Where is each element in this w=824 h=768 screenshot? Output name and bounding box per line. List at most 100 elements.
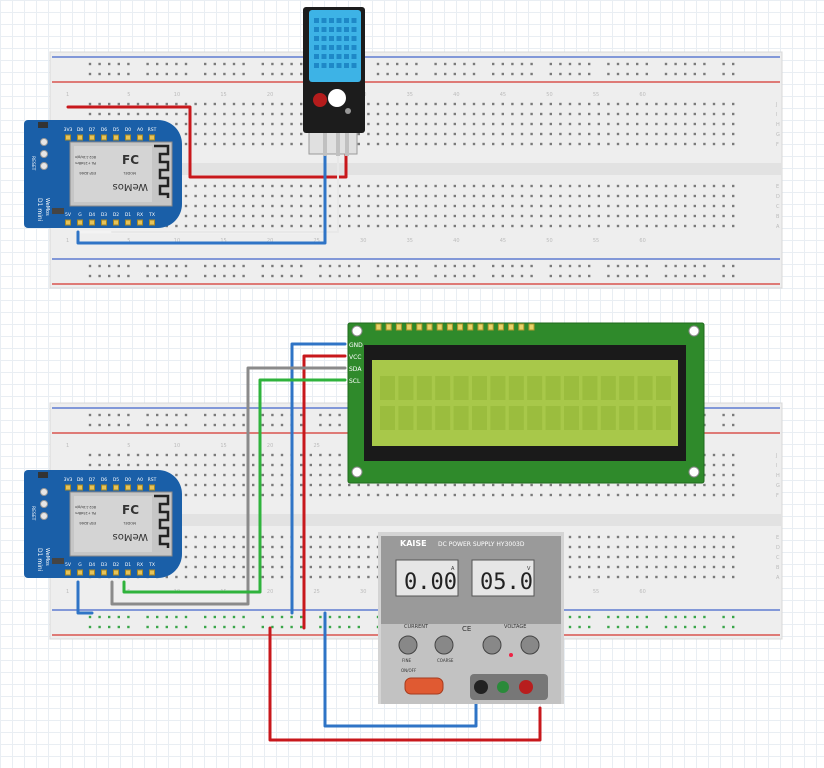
fcc-mark: FC — [122, 153, 139, 167]
breadboard-hole — [568, 264, 572, 268]
lcd-pin — [395, 323, 402, 331]
breadboard-hole — [280, 625, 284, 629]
breadboard-hole — [271, 535, 274, 539]
breadboard-hole — [712, 473, 716, 477]
breadboard-hole — [444, 224, 447, 228]
breadboard-hole — [482, 214, 485, 218]
terminal-positive[interactable] — [519, 680, 533, 694]
breadboard-hole — [261, 413, 264, 417]
breadboard-hole — [444, 72, 447, 76]
current-coarse-knob[interactable] — [434, 635, 454, 655]
breadboard-hole — [568, 625, 572, 629]
reset-button[interactable] — [38, 472, 48, 478]
breadboard-hole — [184, 615, 188, 619]
power-switch[interactable] — [404, 677, 444, 695]
voltage-fine-knob[interactable] — [482, 635, 502, 655]
header-pin — [77, 134, 83, 141]
breadboard-hole — [559, 132, 562, 136]
breadboard-hole — [664, 575, 668, 579]
terminal-ground[interactable] — [497, 681, 509, 693]
current-fine-knob[interactable] — [398, 635, 418, 655]
voltage-coarse-knob[interactable] — [520, 635, 540, 655]
breadboard-hole — [376, 72, 380, 76]
dht11-sensor — [303, 7, 365, 156]
esp-module-can — [74, 496, 152, 552]
breadboard-hole — [213, 62, 216, 66]
breadboard-hole — [252, 575, 255, 579]
breadboard-hole — [520, 132, 524, 136]
bottom-pin-label: 5V — [65, 212, 72, 218]
breadboard-hole — [184, 194, 188, 198]
breadboard-hole — [338, 473, 341, 477]
breadboard-hole — [501, 483, 504, 487]
breadboard-hole — [472, 204, 476, 208]
breadboard-hole — [616, 62, 620, 66]
breadboard-hole — [204, 264, 207, 268]
breadboard-hole — [722, 545, 725, 549]
breadboard-hole — [213, 264, 216, 268]
breadboard-hole — [472, 184, 476, 188]
breadboard-hole — [722, 575, 725, 579]
breadboard-hole — [290, 274, 293, 278]
breadboard-hole — [242, 453, 245, 457]
breadboard-hole — [492, 214, 495, 218]
breadboard-hole — [309, 575, 312, 579]
wire-blue-gnd-wemos — [76, 580, 94, 615]
breadboard-hole — [472, 483, 476, 487]
breadboard-hole — [396, 142, 399, 146]
breadboard-hole — [376, 132, 380, 136]
voltage-unit: V — [527, 566, 531, 572]
breadboard-hole — [453, 214, 456, 218]
header-pin — [77, 219, 83, 226]
breadboard-hole — [127, 423, 130, 427]
breadboard-hole — [328, 535, 332, 539]
breadboard-hole — [405, 214, 408, 218]
breadboard-hole — [357, 274, 360, 278]
breadboard-hole — [722, 555, 725, 559]
breadboard-hole — [703, 575, 706, 579]
breadboard-hole — [194, 473, 197, 477]
breadboard-hole — [607, 72, 610, 76]
breadboard-hole — [338, 194, 341, 198]
grille-slot — [351, 36, 357, 41]
breadboard-hole — [367, 184, 370, 188]
breadboard-hole — [405, 102, 408, 106]
breadboard-hole — [645, 62, 648, 66]
row-letter: E — [776, 184, 779, 190]
breadboard-hole — [213, 453, 216, 457]
reset-button[interactable] — [38, 122, 48, 128]
breadboard-hole — [636, 62, 639, 66]
breadboard-hole — [588, 274, 591, 278]
terminal-negative[interactable] — [474, 680, 488, 694]
lcd-pin — [385, 323, 392, 331]
breadboard-hole — [674, 102, 677, 106]
breadboard-hole — [626, 545, 629, 549]
header-pin — [113, 569, 119, 576]
breadboard-hole — [684, 214, 687, 218]
breadboard-hole — [261, 102, 264, 106]
breadboard-hole — [636, 214, 639, 218]
row-letter: D — [776, 194, 780, 200]
breadboard-hole — [271, 453, 274, 457]
breadboard-hole — [271, 122, 274, 126]
breadboard-hole — [511, 132, 514, 136]
breadboard-hole — [588, 112, 591, 116]
breadboard-hole — [453, 184, 456, 188]
knob-fine-label: FINE — [402, 658, 411, 663]
breadboard-hole — [204, 555, 207, 559]
breadboard-hole — [242, 112, 245, 116]
lcd-cell — [508, 376, 524, 400]
breadboard-hole — [588, 565, 591, 569]
breadboard-hole — [184, 413, 188, 417]
breadboard-hole — [520, 483, 524, 487]
module-spec: PA +25dBm — [75, 161, 96, 165]
breadboard-hole — [559, 142, 562, 146]
breadboard-hole — [674, 142, 677, 146]
breadboard-hole — [271, 493, 274, 497]
breadboard-hole — [213, 575, 216, 579]
breadboard-hole — [453, 122, 456, 126]
breadboard-hole — [184, 483, 188, 487]
breadboard-hole — [492, 132, 495, 136]
breadboard-hole — [204, 62, 207, 66]
lcd-cell — [637, 376, 653, 400]
